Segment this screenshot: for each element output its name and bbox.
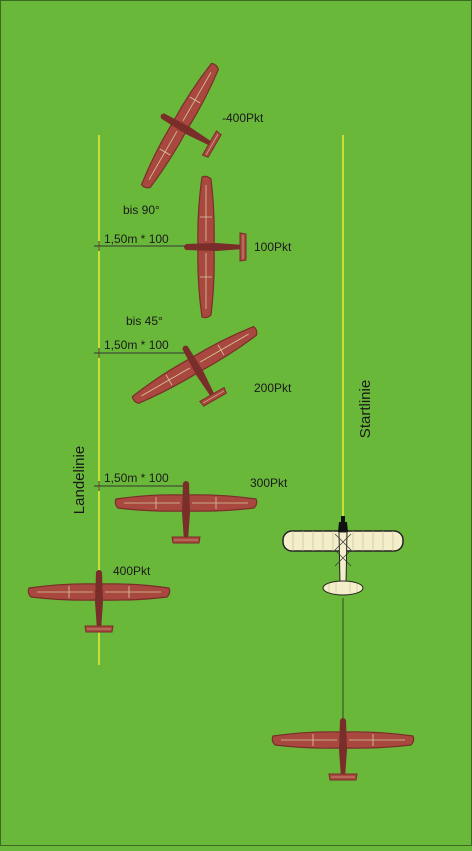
score-minus400: -400Pkt bbox=[222, 111, 264, 125]
distance-marker-300 bbox=[94, 481, 187, 491]
start-line-label: Startlinie bbox=[357, 380, 374, 438]
distance-label-300: 1,50m * 100 bbox=[104, 471, 169, 485]
distance-label-200: 1,50m * 100 bbox=[104, 338, 169, 352]
angle-45-label: bis 45° bbox=[126, 314, 163, 328]
distance-label-100: 1,50m * 100 bbox=[104, 232, 169, 246]
landing-line-label: Landelinie bbox=[71, 446, 88, 514]
distance-marker-200 bbox=[94, 348, 188, 358]
score-300: 300Pkt bbox=[250, 476, 288, 490]
score-100: 100Pkt bbox=[254, 240, 292, 254]
score-400: 400Pkt bbox=[113, 564, 151, 578]
score-200: 200Pkt bbox=[254, 381, 292, 395]
angle-90-label: bis 90° bbox=[123, 203, 160, 217]
